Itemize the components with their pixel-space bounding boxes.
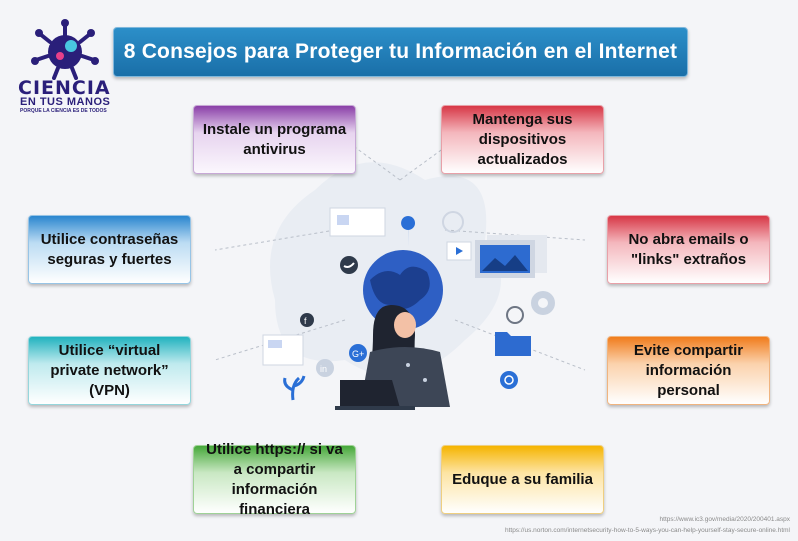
svg-text:in: in (320, 364, 327, 374)
tip-vpn: Utilice “virtual private network” (VPN) (28, 336, 191, 405)
tip-antivirus: Instale un programa antivirus (193, 105, 356, 174)
facebook-icon: f (300, 313, 314, 327)
tip-https: Utilice https:// si va a compartir infor… (193, 441, 356, 518)
logo-subtitle: EN TUS MANOS (20, 96, 111, 108)
tip-personal: Evite compartir información personal (607, 336, 770, 405)
svg-text:G+: G+ (352, 349, 364, 359)
gear-icon (506, 291, 555, 324)
laptop-icon (335, 380, 415, 410)
tip-devices: Mantenga sus dispositivos actualizados (441, 105, 604, 174)
twitter-icon (340, 256, 358, 274)
source-link-2[interactable]: https://us.norton.com/internetsecurity-h… (504, 527, 790, 534)
whatsapp-icon (500, 371, 518, 389)
svg-text:f: f (304, 316, 307, 326)
page-title: 8 Consejos para Proteger tu Información … (113, 27, 688, 77)
tip-emails: No abra emails o "links" extraños (607, 215, 770, 284)
linkedin-icon: in (316, 359, 334, 377)
woman-illustration (360, 305, 450, 407)
central-illustration: f in G+ (214, 139, 586, 410)
google-plus-icon: G+ (349, 344, 367, 362)
image-icon (475, 235, 547, 278)
virus-logo-icon (31, 19, 99, 80)
logo-tagline: PORQUE LA CIENCIA ES DE TODOS (20, 108, 107, 114)
logo-title: CIENCIA (18, 77, 111, 99)
source-link-1[interactable]: https://www.ic3.gov/media/2020/200401.as… (659, 516, 790, 523)
location-pin-icon (401, 216, 416, 247)
tip-passwords: Utilice contraseñas seguras y fuertes (28, 215, 191, 284)
folder-icon (495, 332, 531, 356)
tip-family: Eduque a su familia (441, 445, 604, 514)
